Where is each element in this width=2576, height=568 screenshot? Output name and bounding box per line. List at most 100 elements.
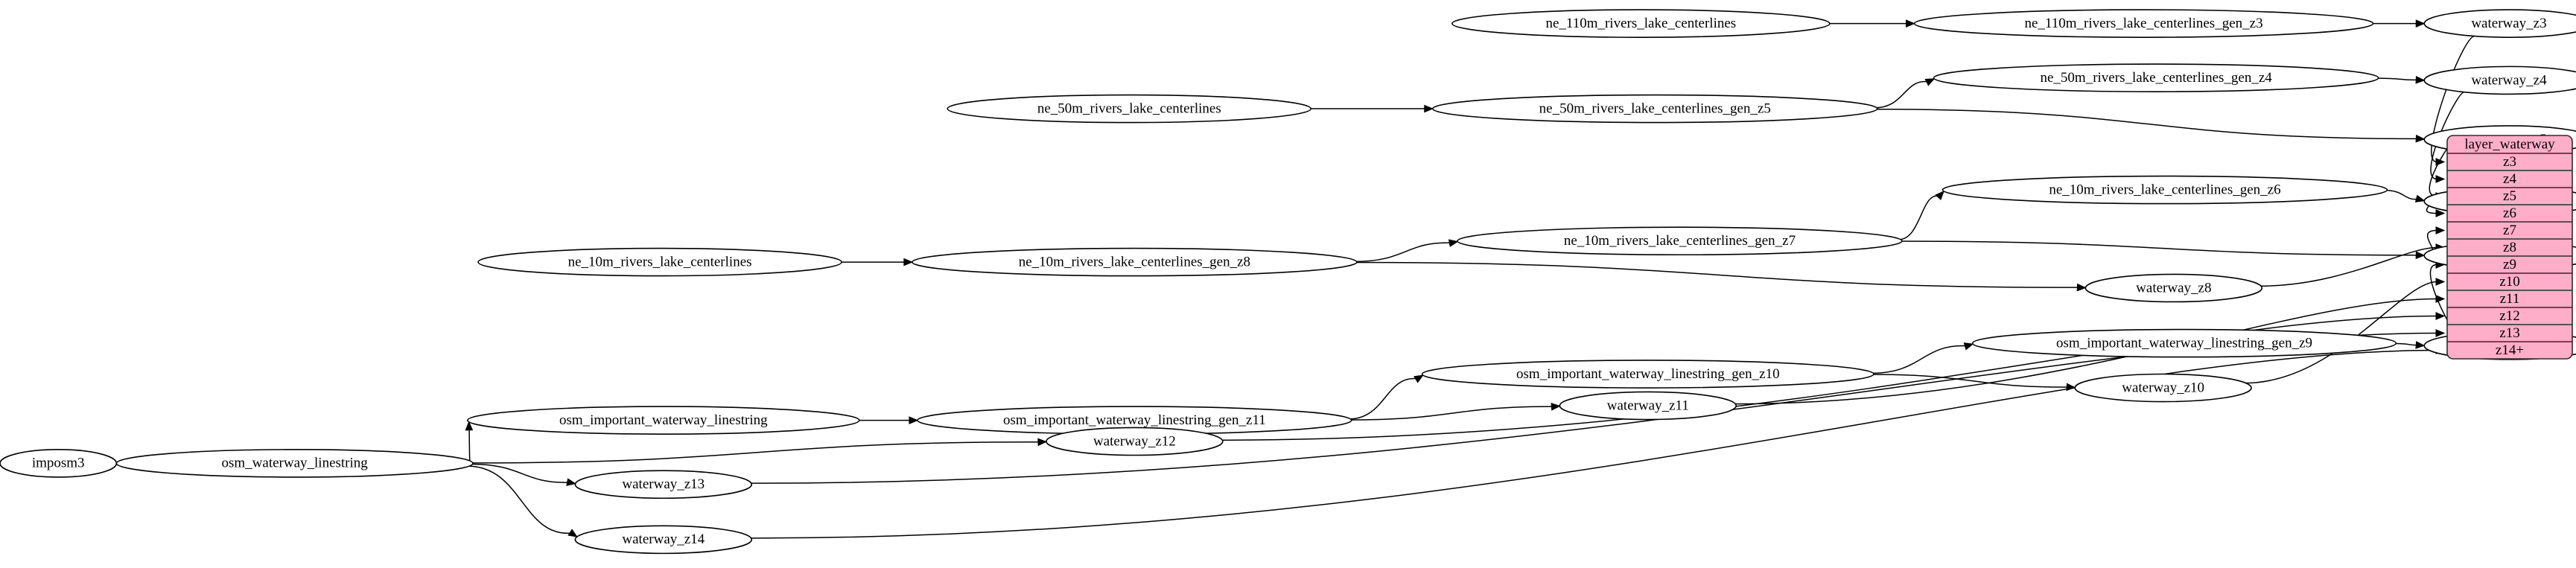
node-label: ne_50m_rivers_lake_centerlines_gen_z5 (1539, 100, 1771, 116)
edge-arrowhead (2435, 226, 2446, 234)
table-row-z11[interactable]: z11 (2500, 291, 2520, 307)
edge-waterway_z10-to-layer_waterway-z10 (2245, 281, 2437, 384)
node-label: osm_important_waterway_linestring (559, 412, 768, 428)
node-label: osm_important_waterway_linestring_gen_z9 (2056, 335, 2312, 351)
node-label: ne_110m_rivers_lake_centerlines_gen_z3 (2025, 16, 2263, 31)
node-label: ne_10m_rivers_lake_centerlines_gen_z6 (2049, 182, 2280, 197)
table-row-z5[interactable]: z5 (2503, 188, 2516, 204)
node-ne_10m_rivers_lake_centerlines_gen_z7[interactable]: ne_10m_rivers_lake_centerlines_gen_z7 (1457, 226, 1903, 256)
node-label: waterway_z11 (1607, 398, 1689, 413)
table-row-z14+[interactable]: z14+ (2496, 342, 2524, 358)
node-waterway_z12[interactable]: waterway_z12 (1046, 427, 1224, 456)
table-row-z12[interactable]: z12 (2499, 308, 2519, 324)
node-ellipse (467, 406, 860, 435)
node-ne_50m_rivers_lake_centerlines[interactable]: ne_50m_rivers_lake_centerlines (947, 94, 1312, 124)
node-label: waterway_z10 (2122, 380, 2204, 395)
node-waterway_z10[interactable]: waterway_z10 (2074, 373, 2252, 403)
table-row-label: z4 (2503, 171, 2516, 187)
node-ne_10m_rivers_lake_centerlines_gen_z8[interactable]: ne_10m_rivers_lake_centerlines_gen_z8 (912, 247, 1358, 277)
table-row-z6[interactable]: z6 (2503, 205, 2516, 221)
node-ellipse (1457, 226, 1903, 256)
node-ellipse (2084, 273, 2263, 303)
layer-waterway-table: layer_waterwayz3z4z5z6z7z8z9z10z11z12z13… (2446, 135, 2573, 360)
edge-arrowhead (2435, 312, 2446, 320)
edge-ne_10m_rivers_lake_centerlines_gen_z7-to-ne_10m_rivers_lake_centerlines_gen_z6 (1898, 195, 1940, 240)
node-waterway_z3[interactable]: waterway_z3 (2423, 9, 2576, 38)
table-row-label: z3 (2503, 154, 2516, 170)
edge-arrowhead (1424, 104, 1434, 113)
node-osm_important_waterway_linestring[interactable]: osm_important_waterway_linestring (467, 406, 860, 435)
table-row-label: z10 (2499, 274, 2519, 290)
table-row-label: z7 (2503, 223, 2516, 238)
edge-osm_waterway_linestring-to-osm_important_waterway_linestring (468, 427, 471, 463)
node-ellipse (2423, 9, 2576, 38)
node-ne_10m_rivers_lake_centerlines[interactable]: ne_10m_rivers_lake_centerlines (477, 247, 842, 277)
table-row-z10[interactable]: z10 (2499, 274, 2519, 290)
node-ellipse (574, 470, 753, 500)
node-ne_50m_rivers_lake_centerlines_gen_z4[interactable]: ne_50m_rivers_lake_centerlines_gen_z4 (1933, 63, 2379, 92)
node-osm_important_waterway_linestring_gen_z9[interactable]: osm_important_waterway_linestring_gen_z9 (1971, 328, 2397, 358)
edge-arrowhead (1935, 191, 1944, 201)
node-label: imposm3 (32, 456, 85, 471)
node-ellipse (1933, 63, 2379, 92)
table-row-z9[interactable]: z9 (2503, 257, 2516, 272)
edge-arrowhead (566, 478, 576, 486)
node-ne_110m_rivers_lake_centerlines[interactable]: ne_110m_rivers_lake_centerlines (1451, 9, 1831, 38)
edge-arrowhead (1037, 438, 1048, 447)
edge-arrowhead (1924, 78, 1936, 86)
node-label: ne_10m_rivers_lake_centerlines_gen_z8 (1019, 254, 1250, 269)
node-ellipse (574, 525, 753, 555)
table-row-label: z11 (2500, 291, 2520, 307)
node-ellipse (477, 247, 842, 277)
node-label: osm_waterway_linestring (222, 456, 369, 471)
node-label: ne_10m_rivers_lake_centerlines (568, 254, 752, 269)
edge-ne_50m_rivers_lake_centerlines_gen_z4-to-waterway_z4 (2378, 77, 2418, 81)
edge-osm_important_waterway_linestring_gen_z10-to-waterway_z10 (1871, 374, 2069, 388)
edge-osm_waterway_linestring-to-waterway_z14 (467, 465, 572, 534)
node-ellipse (2423, 66, 2576, 95)
node-waterway_z11[interactable]: waterway_z11 (1559, 391, 1737, 421)
edge-osm_waterway_linestring-to-waterway_z13 (471, 463, 569, 483)
edge-waterway_z14-to-layer_waterway-z14+ (750, 349, 2437, 539)
table-row-z7[interactable]: z7 (2503, 223, 2516, 238)
node-ellipse (1913, 9, 2374, 38)
table-row-z8[interactable]: z8 (2503, 240, 2516, 255)
table-row-z13[interactable]: z13 (2499, 325, 2519, 341)
node-label: osm_important_waterway_linestring_gen_z1… (1516, 366, 1780, 382)
table-row-label: z14+ (2496, 342, 2524, 358)
table-row-z4[interactable]: z4 (2503, 171, 2516, 187)
node-ne_10m_rivers_lake_centerlines_gen_z6[interactable]: ne_10m_rivers_lake_centerlines_gen_z6 (1941, 175, 2388, 205)
node-osm_waterway_linestring[interactable]: osm_waterway_linestring (115, 449, 474, 478)
node-ne_110m_rivers_lake_centerlines_gen_z3[interactable]: ne_110m_rivers_lake_centerlines_gen_z3 (1913, 9, 2374, 38)
node-osm_important_waterway_linestring_gen_z11[interactable]: osm_important_waterway_linestring_gen_z1… (917, 406, 1352, 435)
edge-ne_10m_rivers_lake_centerlines_gen_z6-to-waterway_z6 (2385, 189, 2418, 200)
edge-arrowhead (2435, 209, 2446, 217)
edge-arrowhead (2435, 278, 2446, 286)
edge-ne_50m_rivers_lake_centerlines_gen_z5-to-waterway_z5 (1874, 108, 2418, 140)
node-ellipse (1559, 391, 1737, 421)
edge-osm_important_waterway_linestring_gen_z9-to-waterway_z9 (2396, 342, 2418, 346)
edge-arrowhead (1413, 374, 1424, 383)
node-waterway_z14[interactable]: waterway_z14 (574, 525, 753, 555)
node-osm_important_waterway_linestring_gen_z10[interactable]: osm_important_waterway_linestring_gen_z1… (1421, 360, 1874, 389)
node-imposm3[interactable]: imposm3 (0, 449, 118, 478)
edge-arrowhead (903, 258, 914, 267)
table-shell (2446, 135, 2573, 360)
edge-waterway_z12-to-layer_waterway-z12 (1221, 315, 2437, 441)
edge-arrowhead (2076, 283, 2087, 292)
edge-arrowhead (1551, 402, 1561, 411)
node-waterway_z8[interactable]: waterway_z8 (2084, 273, 2263, 303)
node-ne_50m_rivers_lake_centerlines_gen_z5[interactable]: ne_50m_rivers_lake_centerlines_gen_z5 (1431, 94, 1878, 124)
node-ellipse (2074, 373, 2252, 403)
node-label: waterway_z12 (1093, 433, 1176, 449)
node-waterway_z13[interactable]: waterway_z13 (574, 470, 753, 500)
edge-ne_10m_rivers_lake_centerlines_gen_z8-to-ne_10m_rivers_lake_centerlines_gen_z7 (1354, 242, 1451, 263)
node-ellipse (1421, 360, 1874, 389)
edge-ne_10m_rivers_lake_centerlines_gen_z7-to-waterway_z7 (1899, 240, 2418, 256)
node-label: waterway_z8 (2136, 280, 2211, 296)
edge-osm_important_waterway_linestring_gen_z10-to-osm_important_waterway_linestring_gen_z9 (1871, 345, 1967, 374)
node-ellipse (1941, 175, 2388, 205)
node-waterway_z4[interactable]: waterway_z4 (2423, 66, 2576, 95)
table-row-z3[interactable]: z3 (2503, 154, 2516, 170)
